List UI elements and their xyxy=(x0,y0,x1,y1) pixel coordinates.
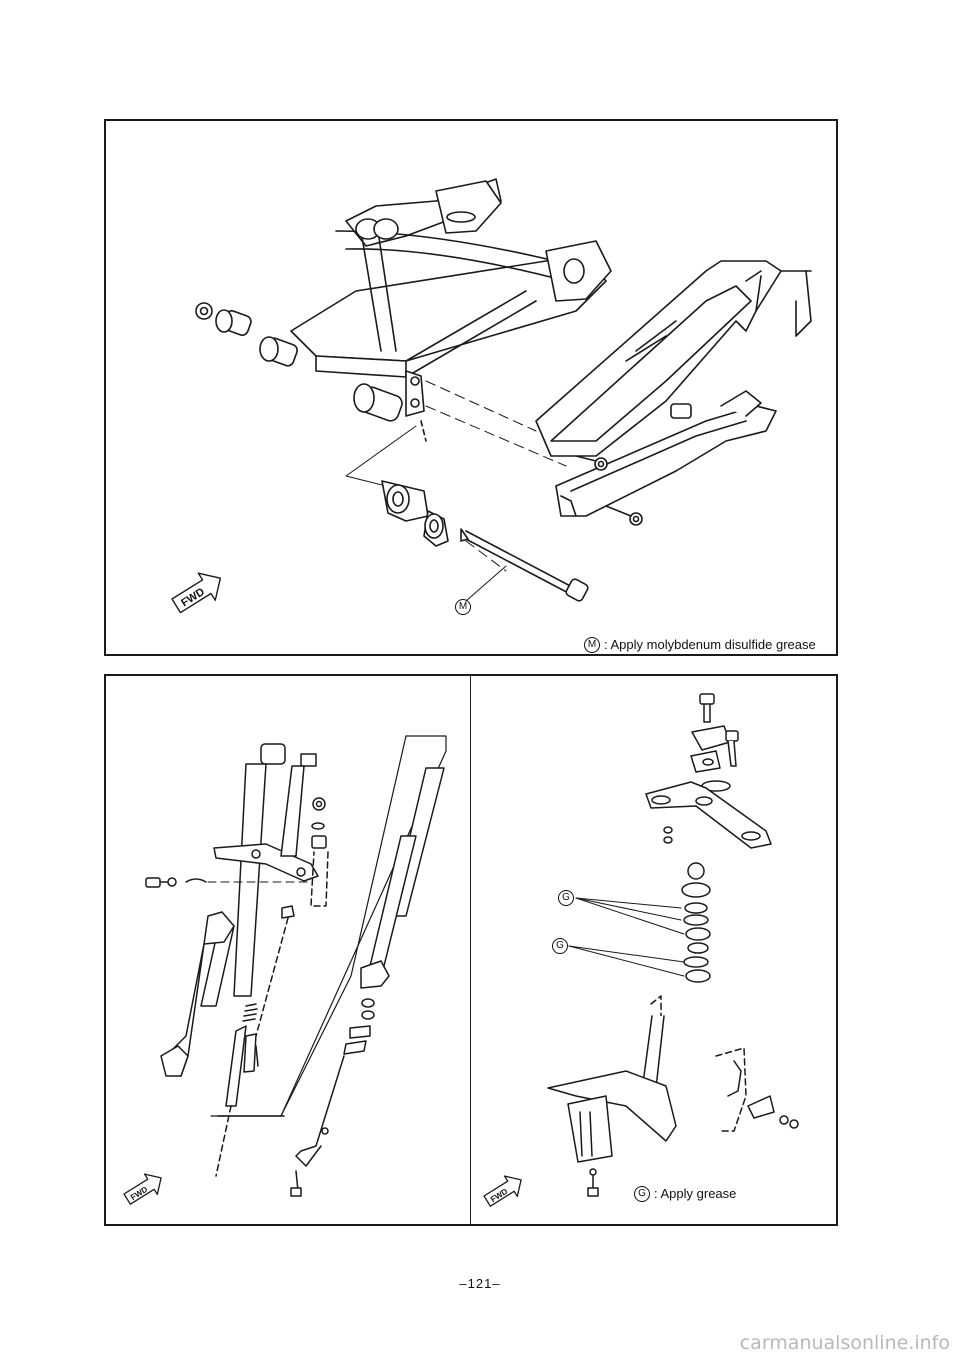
legend-text-grease: : Apply grease xyxy=(654,1186,737,1202)
callout-grease-2: G xyxy=(552,938,568,954)
pivot-shaft-assembly xyxy=(381,480,589,602)
page-number: –121– xyxy=(459,1276,501,1291)
headlight-bracket xyxy=(715,1047,799,1132)
fwd-arrow-icon: FWD xyxy=(171,572,222,614)
steering-head-exploded-view: FWD xyxy=(483,693,799,1207)
chain-slider xyxy=(555,390,777,517)
moly-grease-legend: M: Apply molybdenum disulfide grease xyxy=(584,636,816,653)
swingarm-diagram-panel: FWD M M: Apply molybdenum disulfide grea… xyxy=(104,119,838,656)
steering-stem xyxy=(547,995,677,1163)
swingarm-exploded-view: FWD xyxy=(171,178,812,614)
steering-stack xyxy=(663,826,711,983)
legend-mark-g: G xyxy=(634,1185,650,1202)
front-end-diagram-panel: FWD xyxy=(104,674,838,1226)
bottom-bolt xyxy=(587,1168,599,1197)
grease-leader-lines xyxy=(568,897,685,977)
chain-guard xyxy=(535,260,812,457)
upper-bracket xyxy=(645,781,772,849)
chain-guard-bolts xyxy=(575,455,643,526)
grease-legend: G: Apply grease xyxy=(634,1185,736,1202)
panel-divider xyxy=(470,676,471,1224)
swingarm-frame xyxy=(290,178,612,378)
pivot-bushings-left xyxy=(195,302,298,367)
front-fork-exploded-view: FWD xyxy=(123,735,447,1205)
legend-text-moly: : Apply molybdenum disulfide grease xyxy=(604,637,816,653)
lower-bushings xyxy=(353,370,427,442)
fork-internals-group xyxy=(210,735,447,1117)
pinch-bolt-set xyxy=(145,877,312,888)
fork-bridge xyxy=(213,753,329,907)
fwd-arrow-icon: FWD xyxy=(483,1175,522,1207)
fork-tube xyxy=(160,743,286,1077)
callout-moly-grease: M xyxy=(455,599,471,615)
watermark: carmanualsonline.info xyxy=(739,1332,950,1354)
fork-outer-tube xyxy=(290,767,445,1197)
legend-mark-m: M xyxy=(584,636,600,653)
callout-grease-1: G xyxy=(558,890,574,906)
handlebar-holder xyxy=(690,693,739,792)
